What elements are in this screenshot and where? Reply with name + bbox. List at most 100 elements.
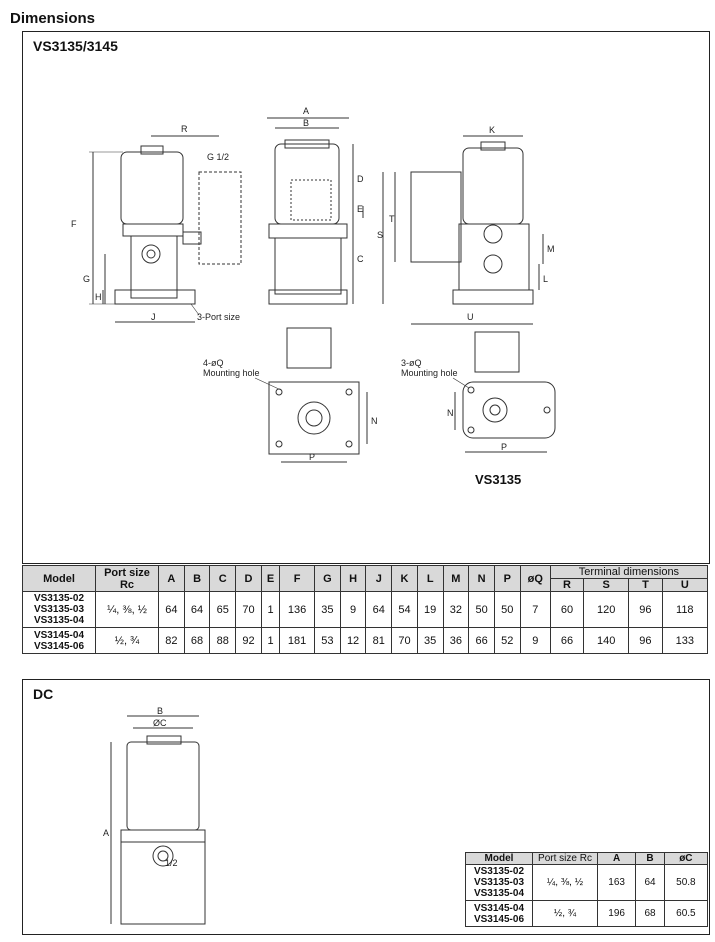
label-a: A: [303, 106, 309, 116]
dimensions-table-dc: Model Port size Rc A B øC VS3135-02 VS31…: [465, 852, 709, 927]
cell-models: VS3145-04 VS3145-06: [465, 900, 533, 927]
col-port: Port size Rc: [532, 852, 598, 865]
col-f: F: [279, 565, 316, 592]
cell: 52: [493, 627, 521, 654]
col-j: J: [365, 565, 393, 592]
label-k: K: [489, 125, 495, 135]
cell: 136: [279, 591, 316, 628]
col-b: B: [183, 565, 211, 592]
cell: 120: [583, 591, 630, 628]
label-j: J: [151, 312, 156, 322]
vs3135-caption: VS3135: [475, 472, 522, 487]
label-mounting-hole-1: Mounting hole: [203, 368, 260, 378]
cell: 181: [279, 627, 316, 654]
label-a: A: [103, 828, 109, 838]
cell: 35: [314, 591, 341, 628]
label-mounting-hole-2: Mounting hole: [401, 368, 458, 378]
label-half: 1/2: [165, 858, 178, 868]
cell: 60: [549, 591, 585, 628]
drawings-vs3135-3145: R G 1/2 F G H J 3-Port size A B D E C K …: [71, 106, 556, 463]
col-a: A: [158, 565, 185, 592]
cell: 96: [628, 627, 663, 654]
cell: 88: [209, 627, 237, 654]
label-p-2: P: [501, 442, 507, 452]
model: VS3145-06: [33, 640, 85, 652]
label-g: G: [83, 274, 90, 284]
table-row: VS3145-04 VS3145-06 ½, ¾ 82 68 88 92 1 1…: [22, 627, 709, 654]
col-port: Port size Rc: [95, 565, 159, 592]
model: VS3145-04: [33, 629, 85, 641]
model: VS3145-06: [473, 913, 525, 925]
cell-port: ½, ¾: [532, 900, 598, 927]
cell: 68: [183, 627, 211, 654]
label-n-2: N: [447, 408, 454, 418]
col-b: B: [635, 852, 665, 865]
cell-models: VS3145-04 VS3145-06: [22, 627, 96, 654]
cell: 9: [339, 591, 367, 628]
cell: 54: [391, 591, 418, 628]
table-row: VS3145-04 VS3145-06 ½, ¾ 196 68 60.5: [465, 900, 709, 927]
cell: 50: [493, 591, 521, 628]
cell: 64: [635, 864, 665, 901]
model: VS3135-02: [473, 866, 525, 877]
col-a: A: [596, 852, 637, 865]
dc-drawing: B ØC A 1/2: [103, 706, 206, 925]
col-s: S: [583, 578, 630, 592]
cell: 32: [442, 591, 470, 628]
cell: 68: [635, 900, 665, 927]
label-n-1: N: [371, 416, 378, 426]
label-d: D: [357, 174, 364, 184]
col-u: U: [661, 578, 709, 592]
cell: 64: [158, 591, 185, 628]
col-t: T: [628, 578, 663, 592]
cell: 60.5: [663, 900, 709, 927]
cell: 9: [519, 627, 551, 654]
label-g12: G 1/2: [207, 152, 229, 162]
cell: 53: [314, 627, 341, 654]
cell: 70: [391, 627, 418, 654]
side-view-drawing: [89, 135, 242, 323]
cell: 64: [183, 591, 211, 628]
col-d: D: [235, 565, 262, 592]
label-c: C: [357, 254, 364, 264]
cell-port: ¼, ⅜, ½: [532, 864, 598, 901]
model: VS3135-02: [33, 593, 85, 604]
label-b: B: [157, 706, 163, 716]
cell: 1: [260, 591, 281, 628]
cell: 1: [260, 627, 281, 654]
cell: 82: [158, 627, 185, 654]
cell: 7: [519, 591, 551, 628]
label-t: T: [389, 214, 395, 224]
right-view-drawing: [382, 135, 544, 325]
cell: 196: [596, 900, 637, 927]
cell-port: ½, ¾: [95, 627, 159, 654]
col-m: M: [442, 565, 470, 592]
col-l: L: [416, 565, 444, 592]
bottom-left-drawing: [254, 327, 368, 463]
label-r: R: [181, 124, 188, 134]
col-e: E: [260, 565, 281, 592]
cell: 92: [235, 627, 262, 654]
label-b: B: [303, 118, 309, 128]
label-3q: 3-øQ: [401, 358, 422, 368]
label-u: U: [467, 312, 474, 322]
bottom-right-drawing: [452, 331, 556, 453]
col-model: Model: [22, 565, 96, 592]
section-title: VS3135/3145: [33, 38, 118, 54]
col-h: H: [339, 565, 367, 592]
page-heading: Dimensions: [10, 10, 96, 27]
label-l: L: [543, 274, 548, 284]
cell: 133: [661, 627, 709, 654]
col-q: øQ: [519, 565, 551, 592]
label-s: S: [377, 230, 383, 240]
cell: 36: [442, 627, 470, 654]
table-row: VS3135-02 VS3135-03 VS3135-04 ¼, ⅜, ½ 16…: [465, 864, 709, 901]
cell: 50: [468, 591, 495, 628]
col-c: C: [209, 565, 237, 592]
cell: 66: [549, 627, 585, 654]
model: VS3135-04: [473, 888, 525, 899]
cell: 81: [365, 627, 393, 654]
table-row: VS3135-02 VS3135-03 VS3135-04 ¼, ⅜, ½ 64…: [22, 591, 709, 628]
label-h: H: [95, 292, 102, 302]
model: VS3135-03: [33, 604, 85, 615]
